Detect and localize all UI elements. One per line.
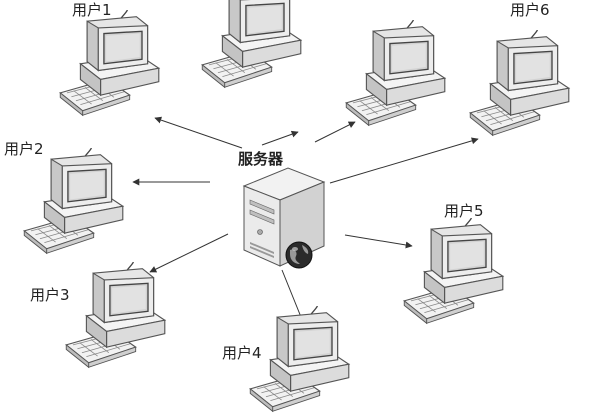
arrow-to-center-user <box>314 121 356 143</box>
desktop-computer-icon <box>468 30 580 142</box>
desktop-computer-icon <box>344 20 456 132</box>
arrow-to-user6 <box>329 137 479 184</box>
arrow-to-top-user <box>261 130 299 146</box>
user3-label: 用户3 <box>30 286 70 304</box>
computer-user2 <box>22 148 134 260</box>
user5-label: 用户5 <box>444 202 484 220</box>
computer-user1 <box>58 10 170 122</box>
user2-label: 用户2 <box>4 140 44 158</box>
globe-icon <box>285 241 313 269</box>
computer-user4 <box>248 306 360 418</box>
user1-label: 用户1 <box>72 1 112 19</box>
user4-label: 用户4 <box>222 344 262 362</box>
server-label: 服务器 <box>238 150 284 168</box>
computer-center <box>344 20 456 132</box>
arrow-to-user5 <box>344 234 413 249</box>
desktop-computer-icon <box>248 306 360 418</box>
arrow-to-user4 <box>281 269 304 323</box>
arrow-to-user1 <box>154 116 243 149</box>
user6-label: 用户6 <box>510 1 550 19</box>
desktop-computer-icon <box>200 0 312 94</box>
desktop-computer-icon <box>58 10 170 122</box>
connection-arrows <box>132 116 479 323</box>
computer-user7 <box>200 0 312 94</box>
server <box>238 160 330 278</box>
arrow-to-user3 <box>149 233 229 273</box>
computer-user6 <box>468 30 580 142</box>
computer-user3 <box>64 262 176 374</box>
desktop-computer-icon <box>64 262 176 374</box>
computer-user5 <box>402 218 514 330</box>
desktop-computer-icon <box>22 148 134 260</box>
desktop-computer-icon <box>402 218 514 330</box>
